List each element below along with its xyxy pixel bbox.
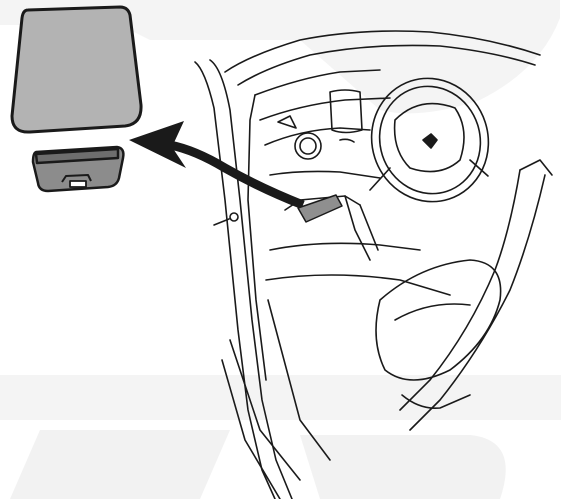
obd-connector: [33, 147, 123, 191]
fuse-panel-cover: [12, 7, 141, 132]
callout-arrow: [129, 121, 303, 205]
